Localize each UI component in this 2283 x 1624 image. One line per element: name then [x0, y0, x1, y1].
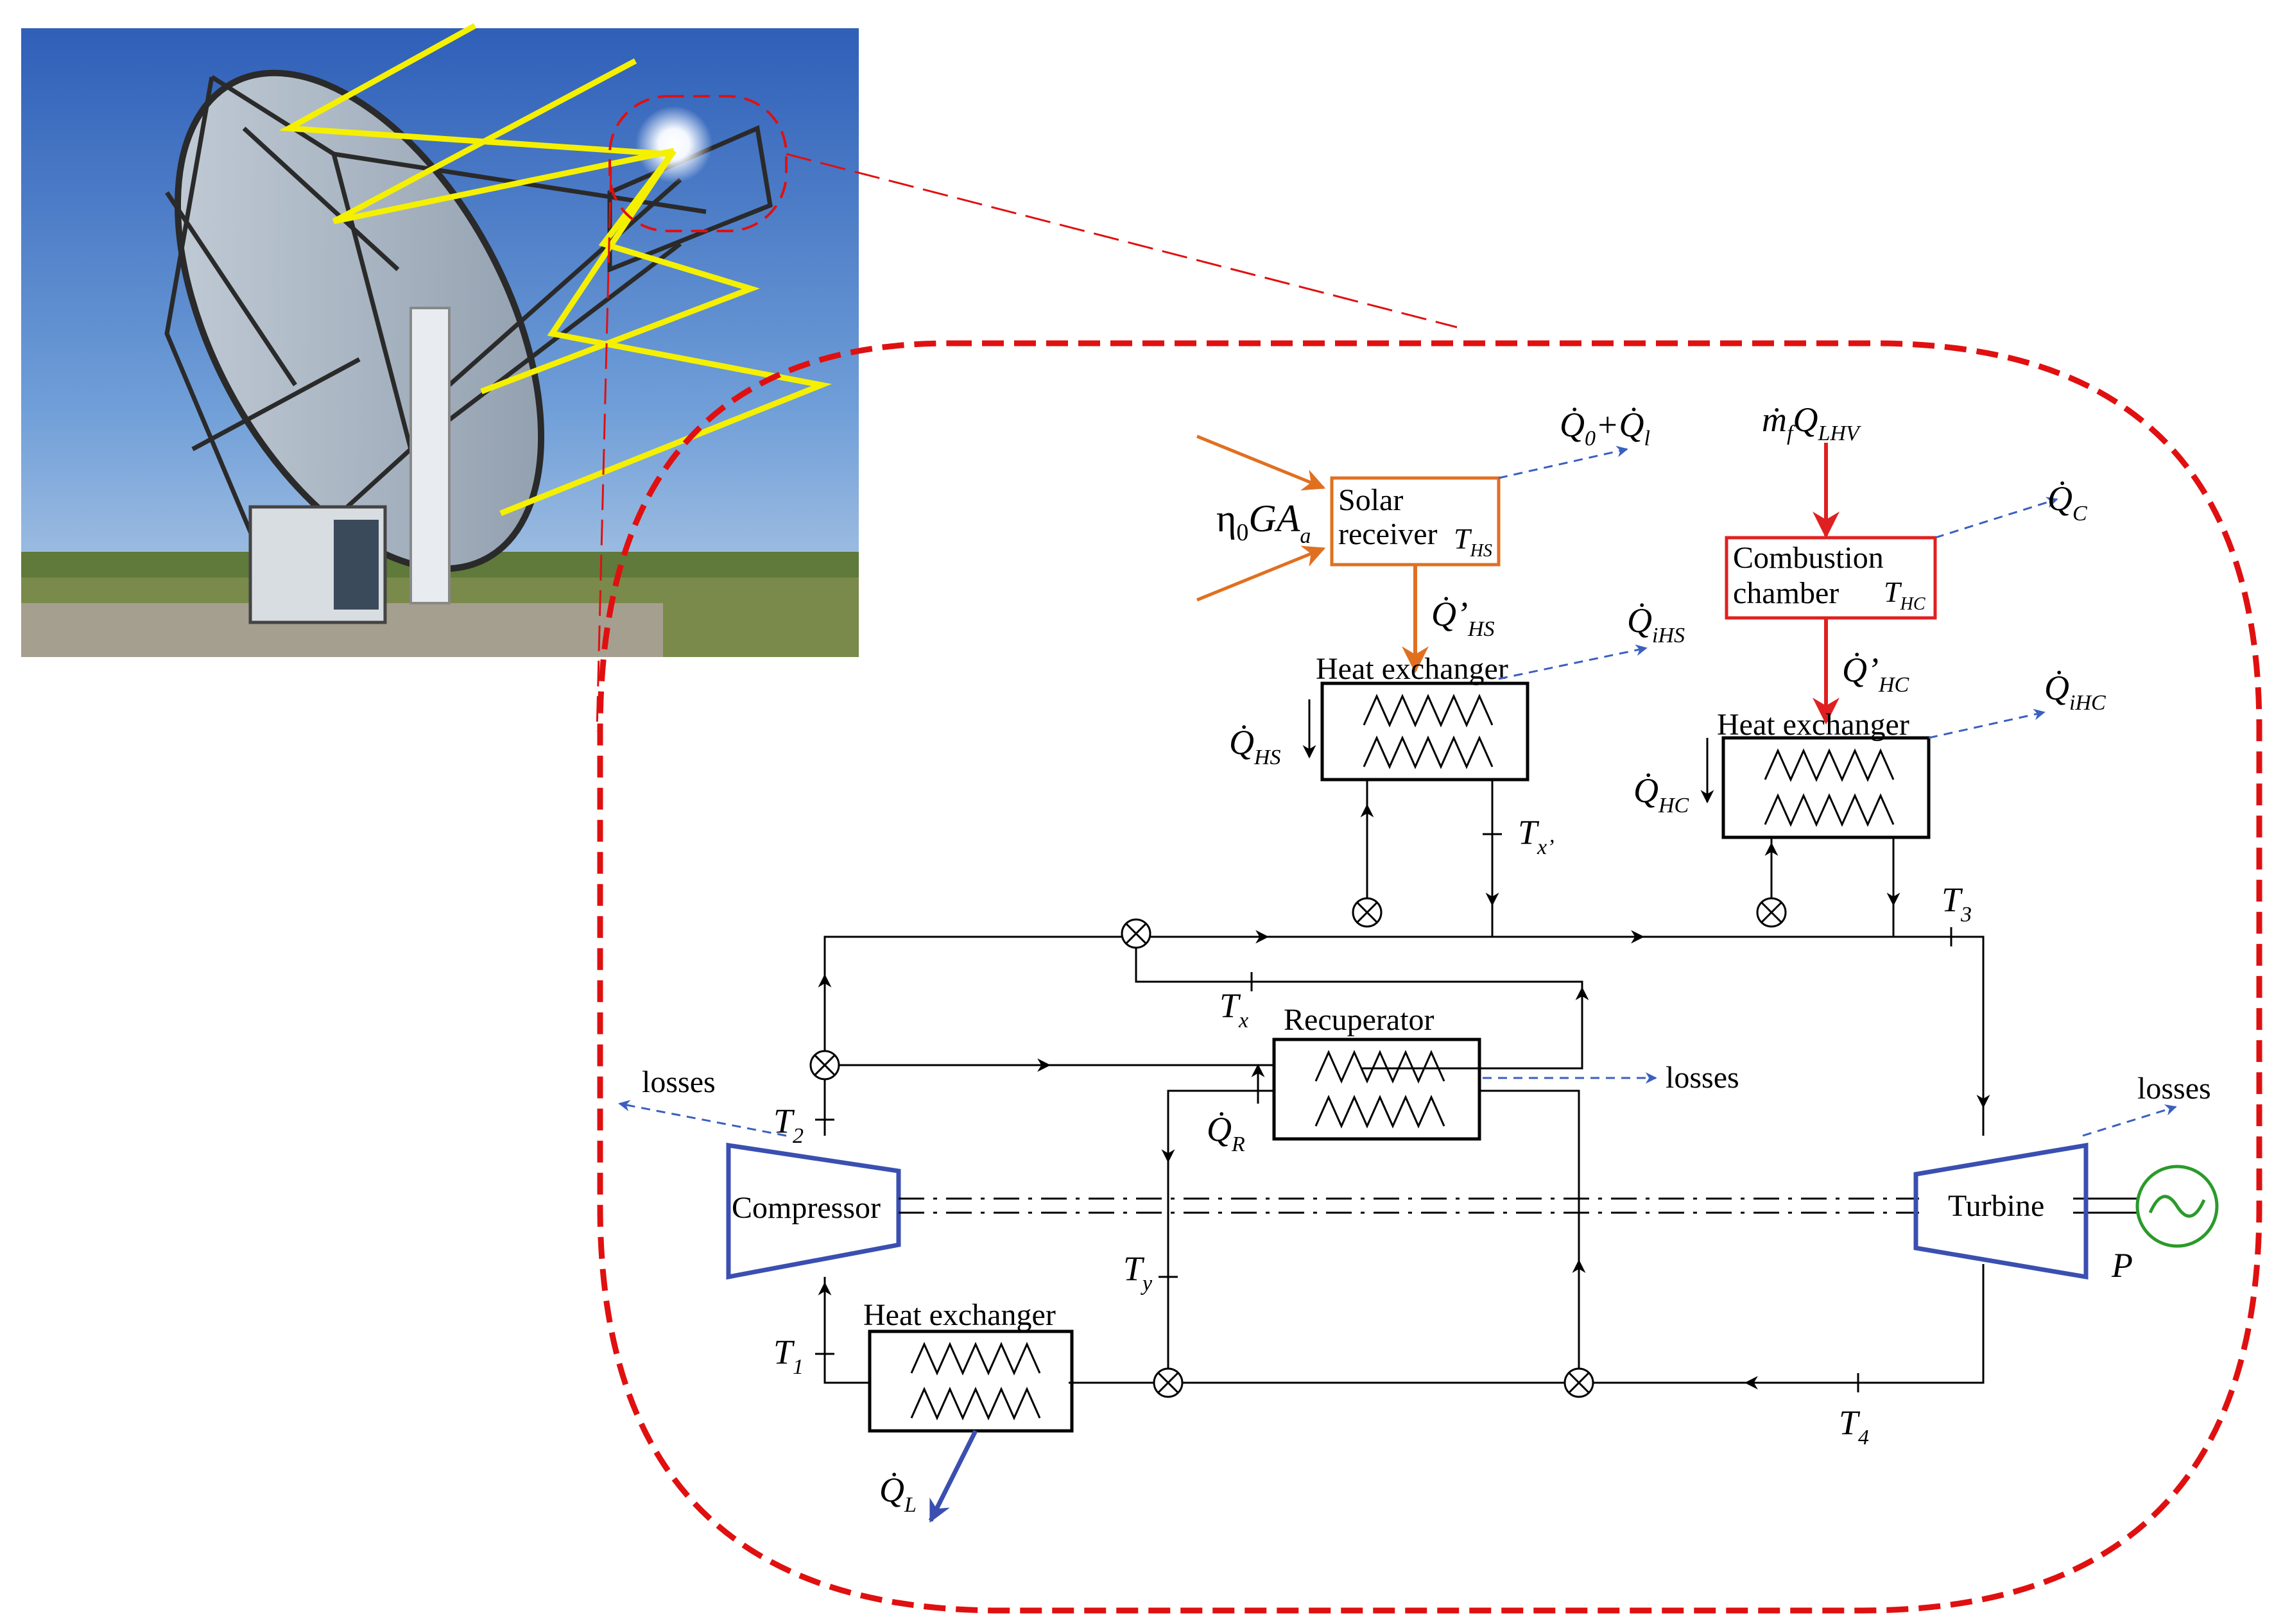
hx-comb-title: Heat exchanger: [1717, 708, 1909, 742]
solar-receiver-temp: THS: [1454, 522, 1492, 561]
hx-solar-loss-label: Q̇iHS: [1627, 601, 1685, 647]
zoom-highlight: [608, 95, 788, 232]
hx-solar-loss-arrow: [1498, 644, 1648, 680]
fuel-input-label: ṁfQLHV: [1762, 400, 1862, 445]
combustion-chamber-box: [1725, 536, 1937, 620]
hx-solar-q-label: Q̇HS: [1229, 723, 1281, 769]
combustion-line2: chamber: [1733, 576, 1839, 610]
power-label: P: [2111, 1246, 2133, 1285]
generator-icon: [2135, 1165, 2219, 1248]
combustion-line1: Combustion: [1733, 541, 1884, 575]
hx-comb-coil-bottom: [1764, 793, 1895, 827]
valve-icon: [1153, 1367, 1184, 1398]
turbine-loss-arrow: [2082, 1104, 2177, 1137]
solar-loss-arrow: [1498, 445, 1628, 479]
recuperator-coil-bottom: [1314, 1095, 1445, 1129]
valve-icon: [1121, 918, 1151, 949]
solar-receiver-line2: receiver: [1338, 517, 1438, 551]
combustion-temp: THC: [1884, 576, 1925, 614]
combustion-heat-label: Q̇’HC: [1842, 651, 1909, 697]
temp-t4: T4: [1839, 1403, 1869, 1449]
recuperator-losses: losses: [1666, 1061, 1739, 1095]
zoom-leader-left: [596, 166, 612, 732]
solar-input-label: η0GAa: [1216, 497, 1311, 548]
compressor-shape: [726, 1142, 901, 1280]
hx-low-coil-bottom: [910, 1387, 1041, 1421]
dish-pillar: [409, 307, 451, 604]
temp-t1: T1: [773, 1333, 804, 1379]
hx-low-q-label: Q̇L: [879, 1471, 917, 1517]
compressor-loss-arrow: [618, 1100, 787, 1137]
hx-low-coil-top: [910, 1342, 1041, 1376]
compressor-losses: losses: [642, 1065, 716, 1099]
turbine-label: Turbine: [1948, 1189, 2044, 1223]
turbine-losses: losses: [2137, 1072, 2211, 1106]
cabinet-panel: [334, 520, 379, 610]
solar-ray-in-top: [1196, 434, 1326, 491]
temp-tx-prime: Tx’: [1518, 813, 1554, 859]
combustion-loss-arrow: [1934, 497, 2058, 539]
hx-comb-coil-top: [1764, 748, 1895, 782]
temp-ty: Ty: [1123, 1249, 1153, 1295]
compressor-label: Compressor: [732, 1191, 881, 1225]
recuperator-title: Recuperator: [1284, 1003, 1434, 1037]
solar-receiver-line1: Solar: [1338, 483, 1403, 517]
solar-heat-label: Q̇’HS: [1431, 595, 1495, 641]
temp-t2: T2: [773, 1102, 804, 1148]
temp-t3: T3: [1942, 880, 1972, 927]
sun-rays: [279, 23, 832, 517]
hx-comb-q-label: Q̇HC: [1633, 771, 1689, 817]
combustion-loss-label: Q̇C: [2047, 479, 2087, 526]
receiver-glare: [635, 106, 712, 183]
turbine-shape: [1913, 1142, 2089, 1280]
hx-low-title: Heat exchanger: [863, 1298, 1056, 1332]
hx-comb-box: [1721, 736, 1931, 839]
valve-icon: [809, 1050, 840, 1081]
hx-solar-title: Heat exchanger: [1316, 652, 1508, 686]
temp-ticks: [815, 833, 1952, 1392]
temp-tx: Tx: [1219, 986, 1248, 1032]
hx-low-q-arrow: [928, 1430, 978, 1523]
piping: [823, 780, 1985, 1384]
hx-comb-loss-arrow: [1928, 708, 2046, 739]
system-boundary: [597, 340, 2262, 1614]
dish-photo: [21, 23, 859, 657]
recuperator-coil-top: [1314, 1050, 1445, 1084]
hx-solar-box: [1320, 681, 1529, 782]
valve-icon: [1564, 1367, 1594, 1398]
valves: [809, 897, 1787, 1398]
solar-loss-label: Q̇0+Q̇l: [1560, 406, 1650, 450]
solar-ray-in-bottom: [1196, 545, 1326, 602]
valve-icon: [1756, 897, 1787, 928]
zoom-leader-right: [786, 153, 1458, 329]
hx-solar-coil-top: [1363, 694, 1494, 728]
recuperator-q-label: Q̇R: [1207, 1110, 1245, 1156]
recuperator-box: [1272, 1038, 1481, 1141]
valve-icon: [1352, 897, 1383, 928]
hx-comb-loss-label: Q̇iHC: [2044, 669, 2106, 715]
hx-solar-coil-bottom: [1363, 735, 1494, 769]
hx-low-box: [868, 1329, 1074, 1433]
